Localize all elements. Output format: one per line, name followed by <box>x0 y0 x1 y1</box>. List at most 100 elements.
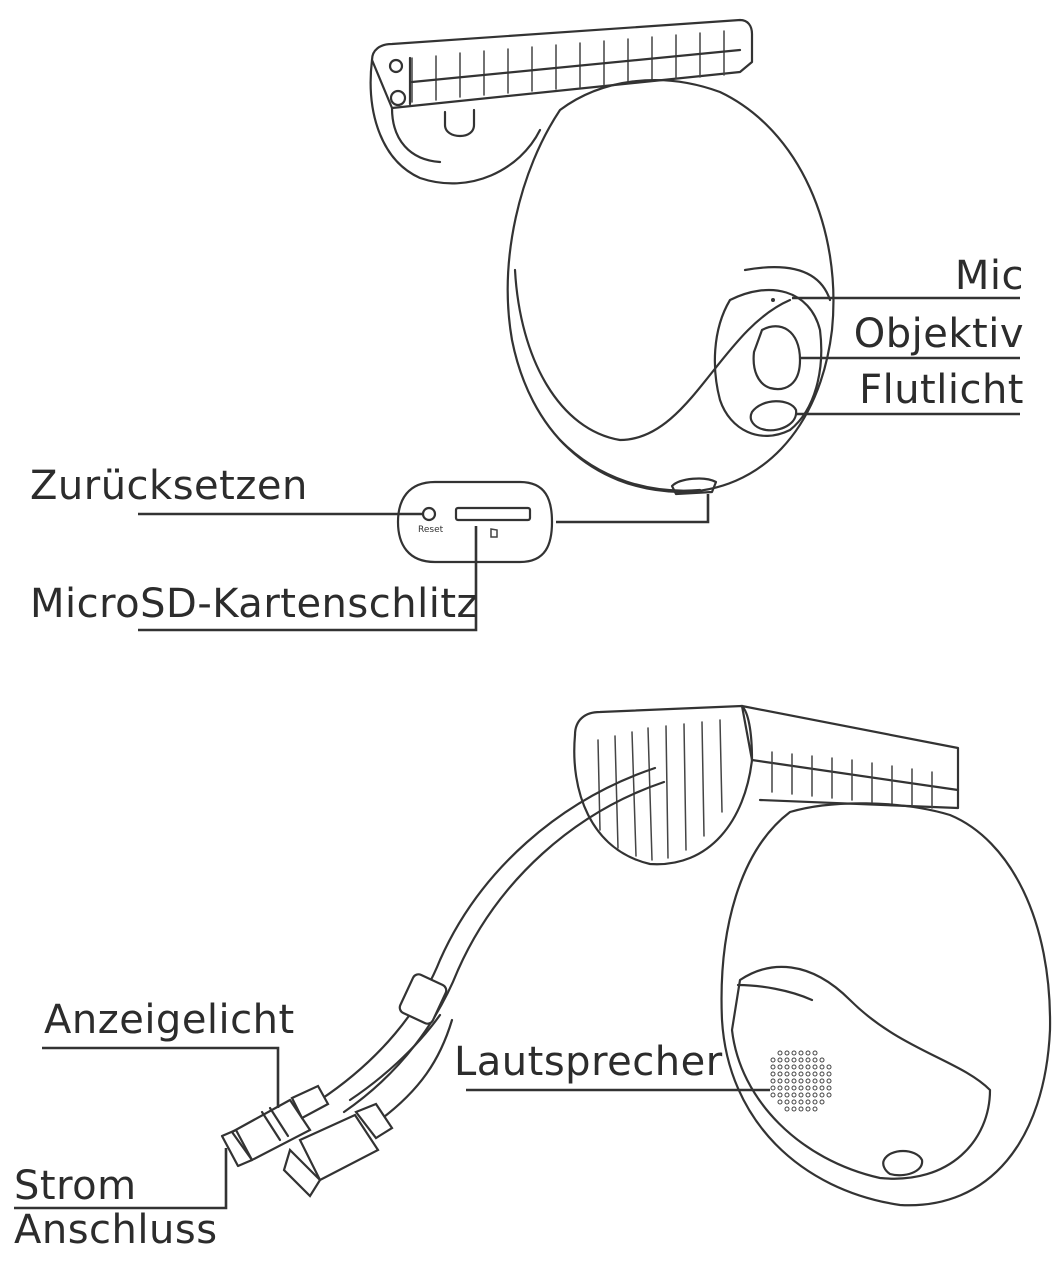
speaker-hole <box>798 1064 804 1070</box>
microsd-leader <box>138 526 478 632</box>
label-zuruecksetzen: Zurücksetzen <box>30 463 308 509</box>
speaker-hole <box>791 1050 797 1056</box>
anzeigelicht-leader <box>42 1046 280 1108</box>
sd-slot-icon <box>454 506 532 522</box>
speaker-hole <box>784 1071 790 1077</box>
speaker-hole <box>805 1092 811 1098</box>
speaker-hole <box>819 1064 825 1070</box>
speaker-hole <box>798 1057 804 1063</box>
speaker-hole <box>784 1064 790 1070</box>
speaker-hole <box>798 1071 804 1077</box>
speaker-hole <box>791 1085 797 1091</box>
speaker-hole <box>819 1085 825 1091</box>
speaker-hole <box>777 1057 783 1063</box>
speaker-hole <box>798 1050 804 1056</box>
speaker-hole <box>777 1071 783 1077</box>
bottom-camera <box>220 704 1052 1207</box>
speaker-hole <box>770 1064 776 1070</box>
speaker-hole <box>812 1071 818 1077</box>
speaker-hole <box>826 1078 832 1084</box>
speaker-hole <box>777 1099 783 1105</box>
bottom-wall-mount <box>573 704 960 866</box>
network-connector <box>282 1102 394 1198</box>
speaker-hole <box>798 1078 804 1084</box>
speaker-hole <box>798 1092 804 1098</box>
speaker-hole <box>812 1050 818 1056</box>
top-bottom-port <box>670 477 718 496</box>
speaker-hole <box>791 1106 797 1112</box>
speaker-hole <box>812 1078 818 1084</box>
speaker-hole <box>826 1085 832 1091</box>
speaker-hole <box>770 1078 776 1084</box>
speaker-hole <box>791 1078 797 1084</box>
top-wall-mount <box>369 18 754 185</box>
speaker-hole <box>784 1106 790 1112</box>
speaker-hole <box>784 1078 790 1084</box>
label-objektiv: Objektiv <box>853 311 1024 357</box>
speaker-hole <box>784 1085 790 1091</box>
speaker-hole <box>805 1085 811 1091</box>
speaker-hole <box>770 1071 776 1077</box>
label-lautsprecher: Lautsprecher <box>454 1039 723 1085</box>
speaker-hole <box>812 1064 818 1070</box>
speaker-hole <box>791 1071 797 1077</box>
speaker-hole <box>791 1092 797 1098</box>
label-anschluss: Anschluss <box>14 1207 218 1253</box>
speaker-hole <box>798 1106 804 1112</box>
speaker-hole <box>784 1092 790 1098</box>
speaker-hole <box>805 1099 811 1105</box>
speaker-hole <box>805 1078 811 1084</box>
speaker-hole <box>798 1099 804 1105</box>
leader-lines <box>14 296 1020 1210</box>
bottom-camera-dome <box>720 802 1052 1207</box>
speaker-hole <box>812 1099 818 1105</box>
speaker-hole <box>812 1106 818 1112</box>
speaker-hole <box>819 1078 825 1084</box>
strom-leader <box>14 1148 228 1210</box>
power-connector <box>220 1084 330 1168</box>
speaker-hole <box>791 1064 797 1070</box>
speaker-hole <box>805 1050 811 1056</box>
speaker-hole <box>805 1071 811 1077</box>
speaker-hole <box>826 1071 832 1077</box>
top-camera <box>369 18 835 496</box>
speaker-hole <box>812 1092 818 1098</box>
speaker-hole <box>777 1064 783 1070</box>
reset-hole-icon <box>421 506 437 522</box>
label-flutlicht: Flutlicht <box>859 367 1024 413</box>
label-mic: Mic <box>954 253 1024 299</box>
speaker-hole <box>798 1085 804 1091</box>
panel-connector-leader <box>556 494 710 524</box>
speaker-hole <box>770 1092 776 1098</box>
speaker-hole <box>805 1064 811 1070</box>
speaker-hole <box>826 1064 832 1070</box>
top-camera-dome <box>506 79 835 494</box>
label-strom: Strom <box>14 1163 137 1209</box>
speaker-grille-icon <box>770 1050 832 1112</box>
speaker-hole <box>805 1057 811 1063</box>
speaker-hole <box>770 1085 776 1091</box>
speaker-hole <box>770 1057 776 1063</box>
speaker-hole <box>819 1071 825 1077</box>
speaker-hole <box>777 1078 783 1084</box>
speaker-hole <box>777 1050 783 1056</box>
speaker-hole <box>784 1050 790 1056</box>
speaker-hole <box>819 1099 825 1105</box>
speaker-hole <box>812 1085 818 1091</box>
power-cable <box>220 766 666 1198</box>
reset-text: Reset <box>418 525 444 535</box>
speaker-hole <box>819 1092 825 1098</box>
speaker-hole <box>791 1099 797 1105</box>
speaker-hole <box>826 1092 832 1098</box>
speaker-hole <box>784 1099 790 1105</box>
speaker-hole <box>805 1106 811 1112</box>
sd-card-icon <box>490 528 498 538</box>
speaker-hole <box>812 1057 818 1063</box>
speaker-hole <box>791 1057 797 1063</box>
label-anzeigelicht: Anzeigelicht <box>44 997 295 1043</box>
bottom-mount-ribs <box>597 719 933 861</box>
label-microsd: MicroSD-Kartenschlitz <box>30 581 478 627</box>
speaker-hole <box>784 1057 790 1063</box>
